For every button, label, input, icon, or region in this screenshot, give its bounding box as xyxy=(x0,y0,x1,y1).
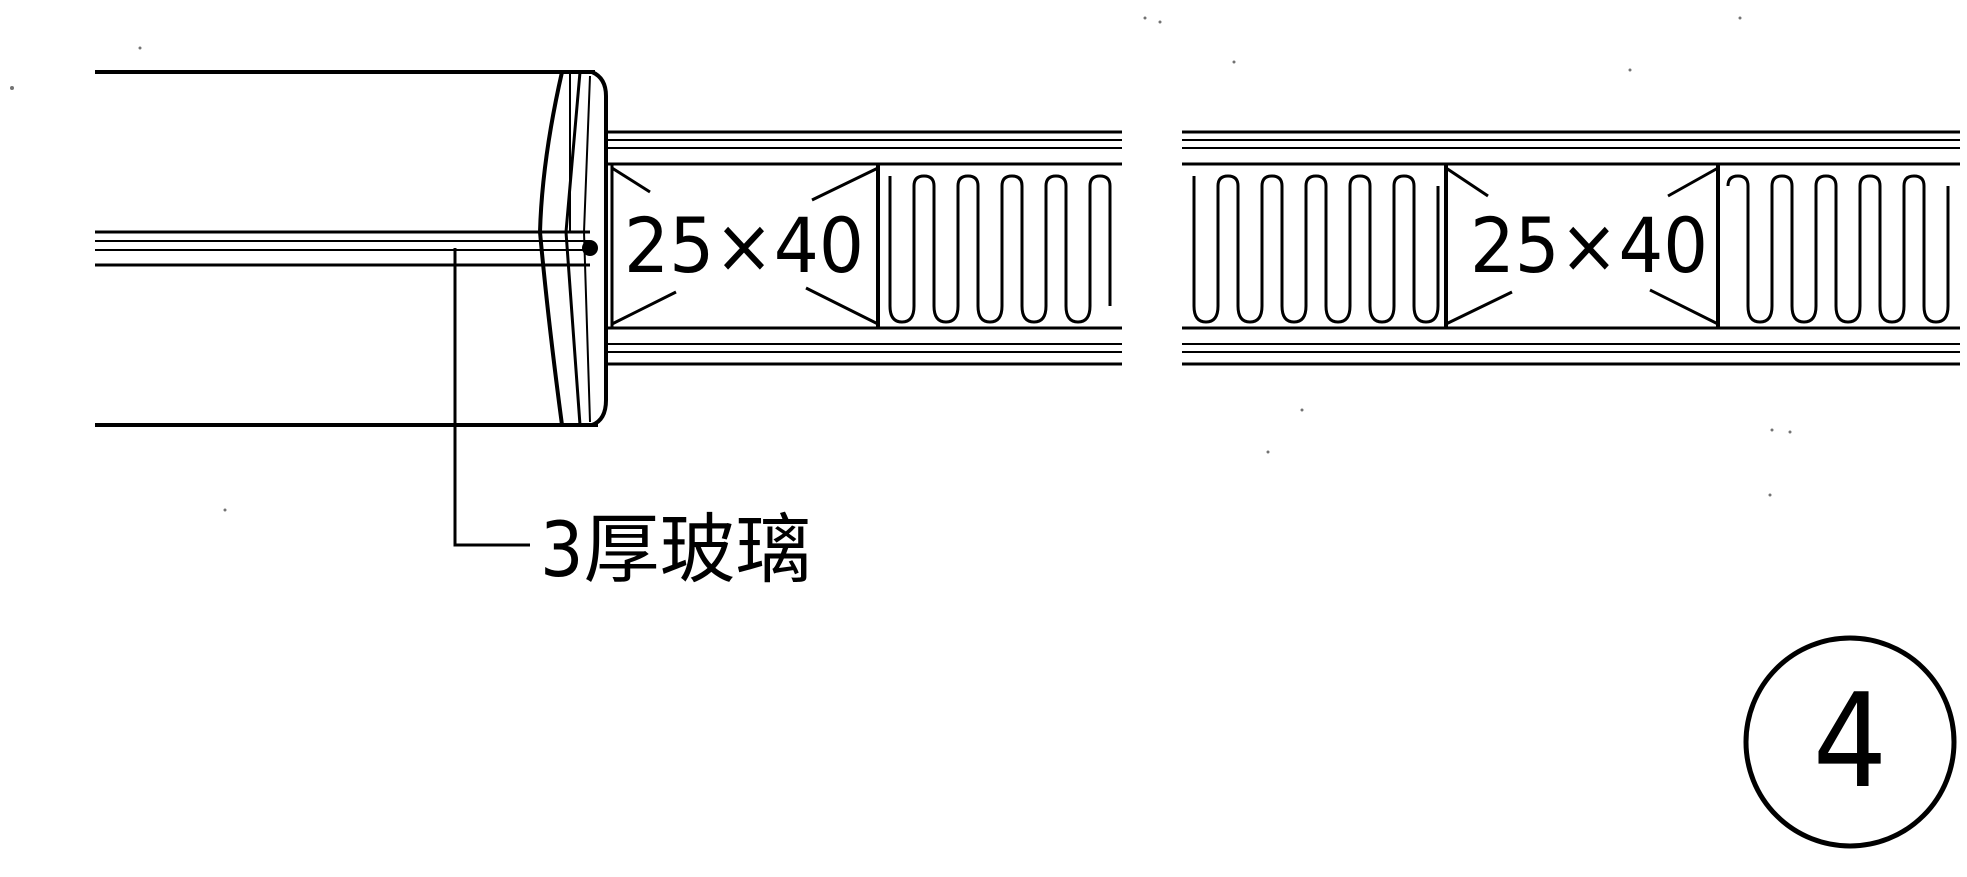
door-frame-profile xyxy=(95,70,608,427)
wall-panel-left xyxy=(606,130,1122,366)
glass-thickness-note: 3厚玻璃 xyxy=(540,505,812,594)
wall-panel-right xyxy=(1182,130,1960,366)
insulation-fill-left xyxy=(888,174,1112,324)
detail-number-bubble: 4 xyxy=(1743,635,1957,849)
scan-specks xyxy=(10,16,1792,512)
glass-pane xyxy=(95,230,598,267)
batten-dimension-right: 25×40 xyxy=(1470,201,1708,290)
detail-number: 4 xyxy=(1813,665,1887,817)
insulation-fill-right-a xyxy=(1192,174,1440,324)
batten-dimension-left: 25×40 xyxy=(624,201,864,290)
insulation-fill-right-b xyxy=(1726,174,1950,324)
glass-leader-line xyxy=(453,248,530,547)
